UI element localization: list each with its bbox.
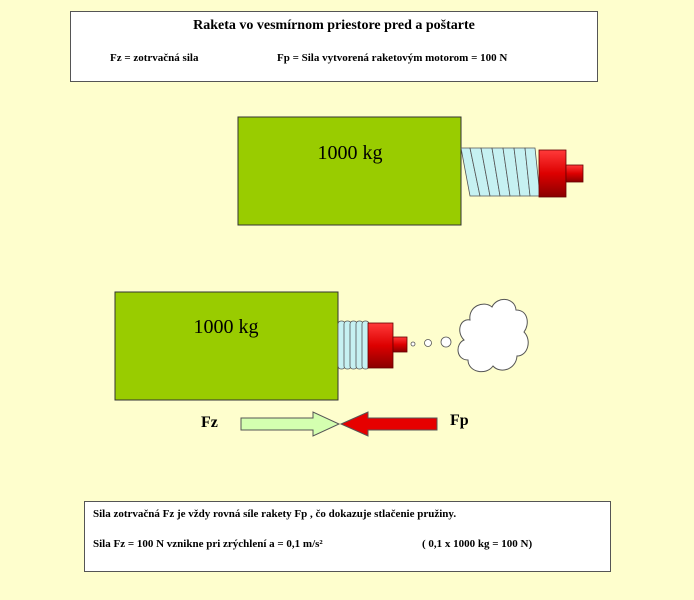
note-line-2: Sila Fz = 100 N vznikne pri zrýchlení a … — [93, 538, 323, 550]
engine-after — [367, 322, 394, 369]
mass-block-after — [114, 291, 339, 401]
mass-label-before: 1000 kg — [318, 142, 383, 164]
fz-definition: Fz = zotrvačná sila — [110, 52, 199, 64]
title-box: Raketa vo vesmírnom priestore pred a poš… — [70, 11, 598, 82]
note-box: Sila zotrvačná Fz je vždy rovná síle rak… — [84, 501, 611, 572]
exhaust-puff — [410, 341, 416, 347]
note-line-1: Sila zotrvačná Fz je vždy rovná síle rak… — [93, 508, 457, 520]
scene-before: 1000 kg — [237, 116, 584, 226]
mass-block-before — [237, 116, 462, 226]
fp-label: Fp — [450, 412, 469, 429]
fz-arrow — [240, 411, 341, 437]
spring-compressed — [337, 320, 370, 370]
fz-label: Fz — [201, 414, 218, 431]
exhaust-puff — [440, 336, 452, 348]
exhaust-puff — [424, 339, 432, 347]
mass-label-after: 1000 kg — [194, 316, 259, 338]
scene-after: 1000 kg Fz Fp — [114, 291, 529, 437]
diagram-title: Raketa vo vesmírnom priestore pred a poš… — [193, 18, 475, 33]
engine-before — [538, 149, 567, 198]
fp-definition: Fp = Sila vytvorená raketovým motorom = … — [277, 52, 508, 64]
note-line-3: ( 0,1 x 1000 kg = 100 N) — [422, 538, 533, 550]
nozzle-before — [565, 164, 584, 183]
spring-expanded — [460, 147, 541, 197]
fp-arrow — [339, 411, 438, 437]
nozzle-after — [392, 336, 408, 353]
exhaust-cloud — [457, 299, 529, 373]
